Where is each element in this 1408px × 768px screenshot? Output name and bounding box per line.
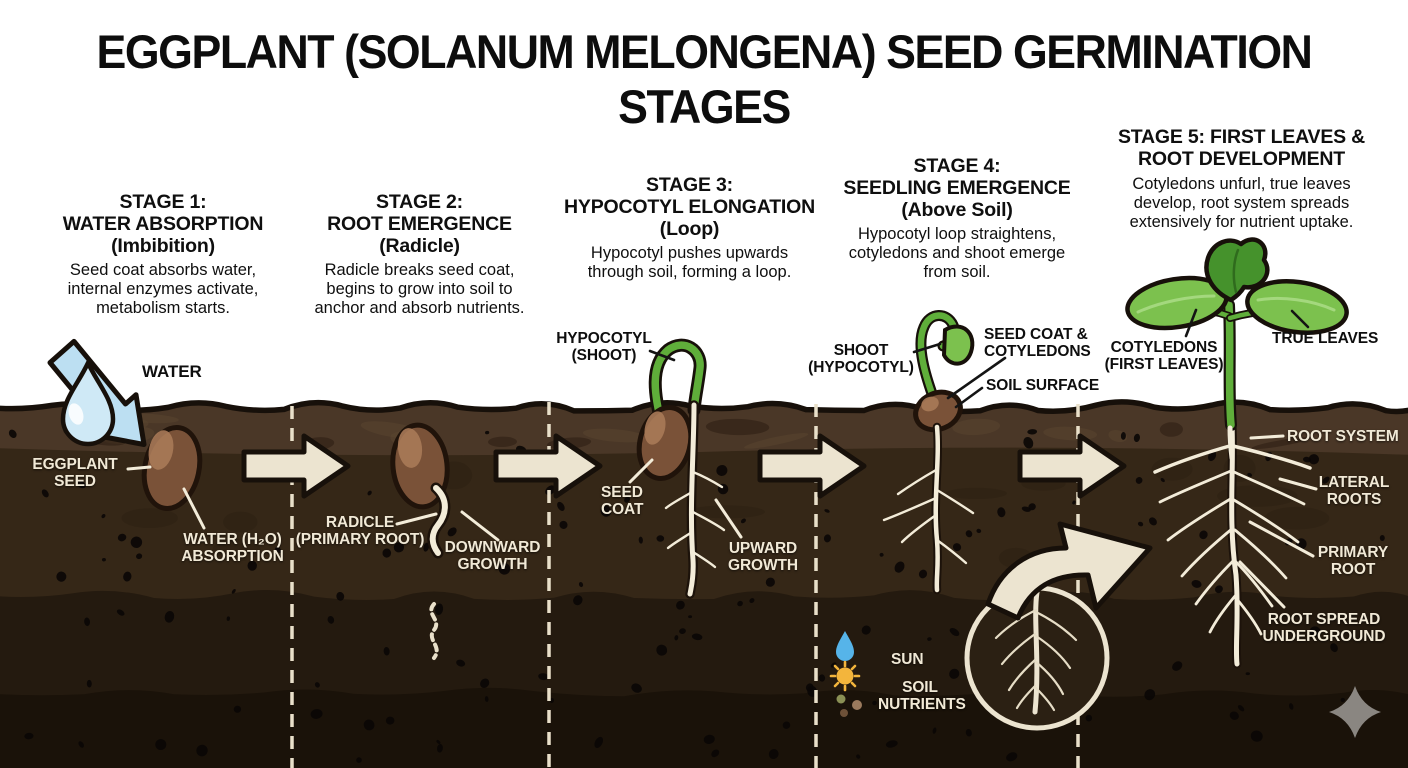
stage1-description: Seed coat absorbs water, internal enzyme…: [67, 261, 259, 318]
stage5-title: STAGE 5: FIRST LEAVES & ROOT DEVELOPMENT: [1117, 126, 1366, 170]
stage5-description: Cotyledons unfurl, true leaves develop, …: [1129, 174, 1354, 231]
label-water-absorption: WATER (H₂O) ABSORPTION: [181, 531, 284, 566]
lateral-rootlets-stage4: [882, 468, 975, 565]
stage5-header: STAGE 5: FIRST LEAVES & ROOT DEVELOPMENT…: [1094, 126, 1389, 232]
seed-highlight: [644, 411, 666, 445]
label-seed-coat: SEED COAT: [601, 484, 644, 519]
cotyledon-right: [1245, 279, 1349, 335]
leader-lines-dark: [648, 308, 1310, 409]
stage-arrows: [241, 433, 1127, 499]
root-stage4: [933, 424, 941, 593]
stem-base-pale: [1227, 425, 1235, 461]
label-hypocotyl-shoot: HYPOCOTYL (SHOOT): [556, 330, 652, 365]
label-soil-nutrients: SOIL NUTRIENTS: [878, 679, 966, 714]
stage5-illustration: [1125, 237, 1349, 669]
label-root-spread: ROOT SPREAD UNDERGROUND: [1262, 611, 1386, 646]
soil-speckles: [8, 429, 1385, 763]
droplet-highlight: [68, 403, 84, 425]
primary-root-stage3: [687, 402, 697, 597]
stage-arrow-icon: [1017, 433, 1127, 499]
soil-surface-outline: [0, 399, 1408, 415]
label-lateral-roots: LATERAL ROOTS: [1318, 474, 1390, 509]
label-eggplant-seed: EGGPLANT SEED: [32, 456, 118, 491]
stage2-description: Radicle breaks seed coat, begins to grow…: [314, 261, 525, 318]
label-primary-root: PRIMARY ROOT: [1317, 544, 1389, 579]
stage2-illustration: [390, 422, 451, 660]
label-downward-growth: DOWNWARD GROWTH: [444, 539, 541, 574]
stage1-header: STAGE 1: WATER ABSORPTION (Imbibition) S…: [38, 191, 288, 318]
label-true-leaves: TRUE LEAVES: [1272, 330, 1379, 347]
cotyledon-left-vein: [1136, 294, 1216, 314]
magnified-rootlets: [994, 608, 1078, 712]
cotyledon-stage4: [941, 324, 975, 366]
soil-nutrients-icon: [836, 694, 862, 717]
stage4-description: Hypocotyl loop straightens, cotyledons a…: [848, 225, 1066, 282]
stage4-header: STAGE 4: SEEDLING EMERGENCE (Above Soil)…: [828, 155, 1086, 282]
label-upward-growth: UPWARD GROWTH: [728, 540, 798, 575]
label-shoot-hypocotyl: SHOOT (HYPOCOTYL): [808, 342, 914, 377]
leader-lines-light: [126, 434, 1318, 609]
stage2-header: STAGE 2: ROOT EMERGENCE (Radicle) Radicl…: [292, 191, 547, 318]
soil-top-layer: [0, 401, 1408, 456]
label-cotyledons-first-leaves: COTYLEDONS (FIRST LEAVES): [1104, 339, 1224, 374]
cotyledon-right-vein: [1256, 296, 1336, 312]
stage3-title: STAGE 3: HYPOCOTYL ELONGATION (Loop): [564, 174, 815, 240]
label-root-system: ROOT SYSTEM: [1287, 428, 1399, 445]
soil-deepest-layer: [0, 687, 1408, 768]
seed-highlight: [921, 396, 939, 412]
stage1-title: STAGE 1: WATER ABSORPTION (Imbibition): [62, 191, 264, 257]
stage1-illustration: [47, 338, 203, 511]
stage2-title: STAGE 2: ROOT EMERGENCE (Radicle): [327, 191, 512, 257]
stage-arrow-icon: [493, 433, 603, 499]
radicle-root: [429, 485, 448, 556]
seed-highlight: [148, 430, 174, 470]
sparkle-icon: [1329, 686, 1381, 738]
stage3-illustration: [636, 338, 726, 599]
seed-highlight: [397, 428, 423, 468]
stage4-title: STAGE 4: SEEDLING EMERGENCE (Above Soil): [843, 155, 1071, 221]
root-system-stage5: [1153, 443, 1312, 636]
sun-water-drop-icon: [836, 631, 854, 661]
stage-arrow-icon: [241, 433, 351, 499]
stage-dividers: [290, 402, 1080, 768]
true-leaf-vein: [1232, 248, 1240, 294]
stage4-illustration: [829, 310, 1153, 731]
magnifier-circle-icon: [964, 585, 1110, 731]
sun-icon: [829, 660, 861, 692]
stage3-header: STAGE 3: HYPOCOTYL ELONGATION (Loop) Hyp…: [552, 174, 827, 282]
zoom-arrow-icon: [985, 521, 1153, 621]
downward-squiggle-icon: [429, 602, 439, 660]
label-seed-coat-cotyledons: SEED COAT & COTYLEDONS: [984, 326, 1091, 361]
label-soil-surface: SOIL SURFACE: [986, 377, 1100, 394]
magnified-root: [1032, 589, 1040, 715]
page-title: EGGPLANT (SOLANUM MELONGENA) SEED GERMIN…: [96, 25, 1312, 133]
true-leaves: [1204, 237, 1270, 303]
hypocotyl-loop: [651, 341, 704, 429]
leader-lines: [126, 308, 1318, 609]
lateral-rootlets-stage3: [664, 470, 726, 569]
stage3-description: Hypocotyl pushes upwards through soil, f…: [587, 244, 792, 282]
label-water: WATER: [142, 362, 202, 381]
label-radicle: RADICLE (PRIMARY ROOT): [295, 514, 425, 549]
primary-root-stage5: [1229, 422, 1240, 667]
stage-arrow-icon: [757, 433, 867, 499]
stem-stage5: [1225, 301, 1235, 429]
label-sun: SUN: [891, 651, 924, 668]
